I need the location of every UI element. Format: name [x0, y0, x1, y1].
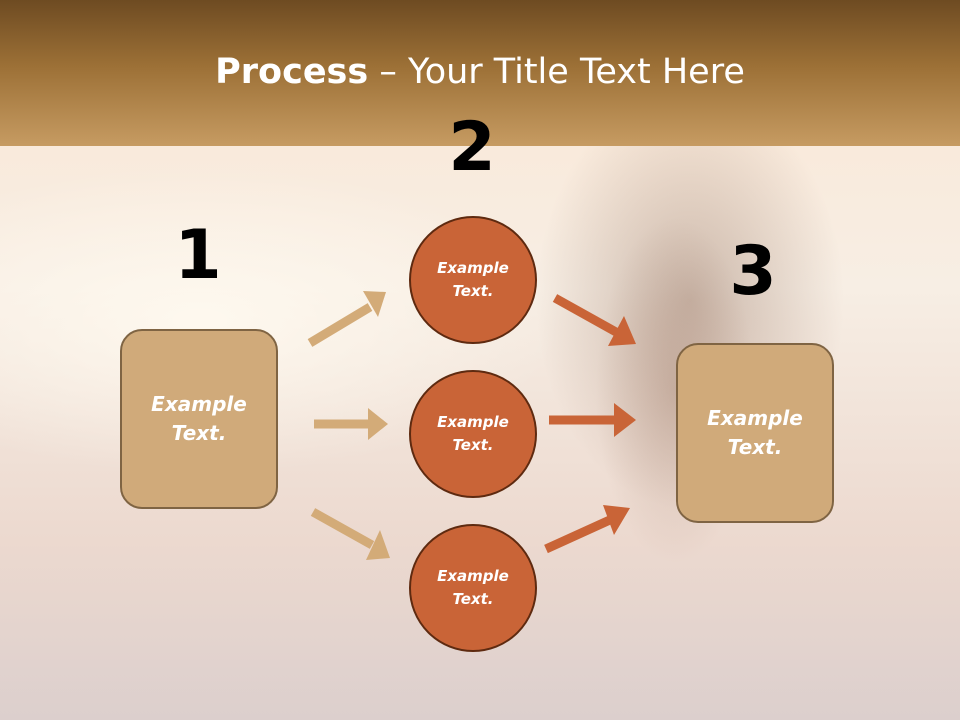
process-circle-bottom[interactable]: Example Text.: [409, 524, 537, 652]
right-box-line1: Example: [707, 406, 803, 430]
circle-middle-line2: Text.: [452, 436, 494, 454]
step-number-2: 2: [448, 108, 496, 187]
circle-bottom-line2: Text.: [452, 590, 494, 608]
arrow-left-to-top: [307, 291, 386, 347]
left-box-line2: Text.: [171, 421, 227, 445]
arrow-left-to-middle: [314, 408, 388, 440]
arrow-left-to-bottom: [310, 508, 390, 560]
left-process-box[interactable]: Example Text.: [120, 329, 278, 509]
arrow-top-to-right: [552, 294, 636, 346]
step-number-1: 1: [174, 216, 222, 295]
slide-title: Process – Your Title Text Here: [0, 52, 960, 92]
title-rest: – Your Title Text Here: [368, 52, 745, 92]
arrow-bottom-to-right: [544, 505, 630, 554]
title-bar: Process – Your Title Text Here: [0, 0, 960, 146]
left-box-line1: Example: [151, 392, 247, 416]
process-circle-top[interactable]: Example Text.: [409, 216, 537, 344]
right-box-line2: Text.: [727, 435, 783, 459]
step-number-3: 3: [729, 232, 777, 311]
title-bold: Process: [215, 52, 369, 92]
circle-middle-line1: Example: [437, 413, 509, 431]
circle-top-line1: Example: [437, 259, 509, 277]
circle-bottom-line1: Example: [437, 567, 509, 585]
circle-top-line2: Text.: [452, 282, 494, 300]
right-process-box[interactable]: Example Text.: [676, 343, 834, 523]
arrow-middle-to-right: [549, 403, 636, 437]
process-circle-middle[interactable]: Example Text.: [409, 370, 537, 498]
